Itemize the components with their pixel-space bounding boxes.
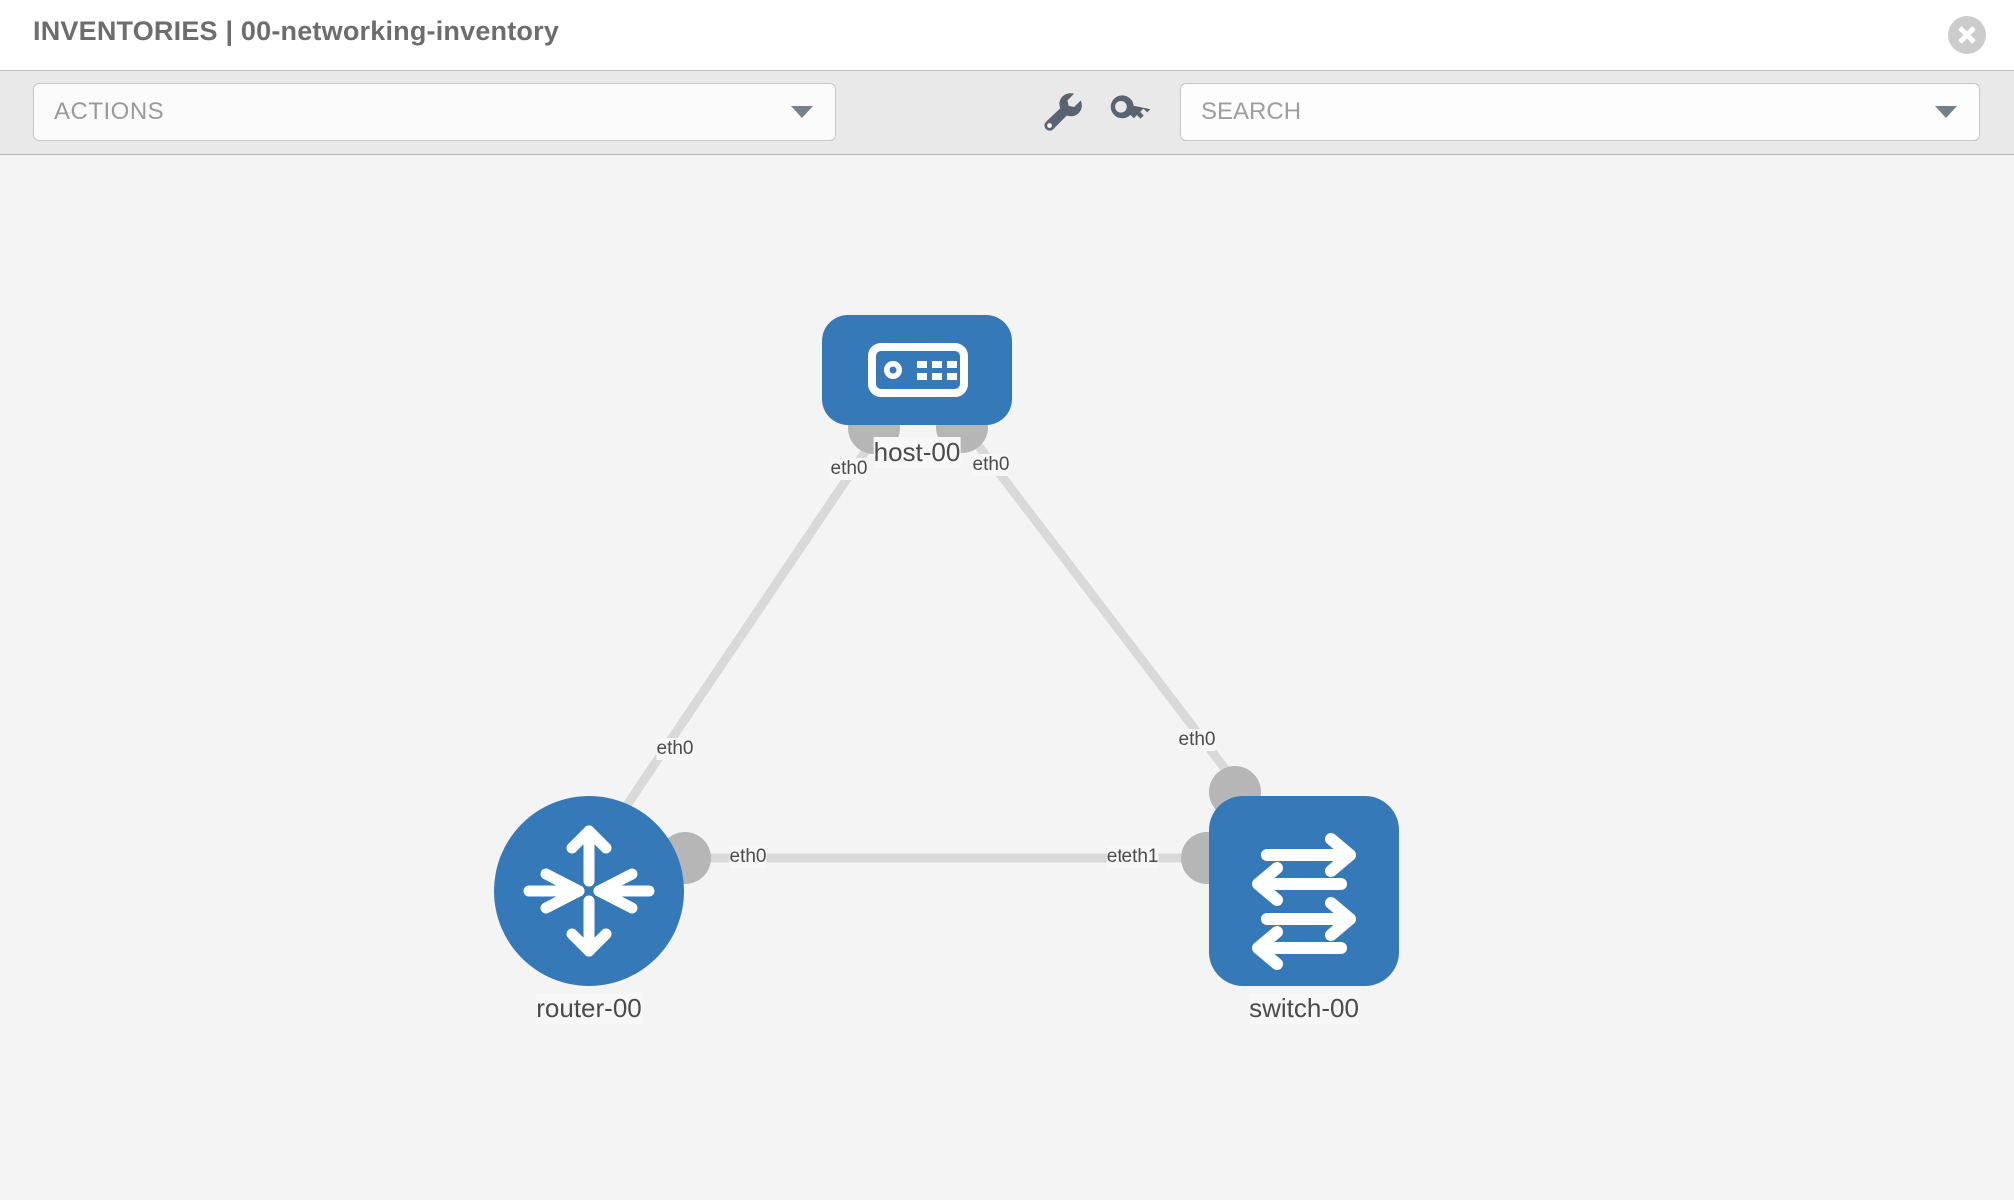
node-router-00[interactable] bbox=[494, 796, 684, 986]
node-label-switch-00: switch-00 bbox=[1249, 993, 1359, 1024]
chevron-down-icon bbox=[791, 106, 813, 118]
interface-label: eth1 bbox=[1121, 846, 1159, 868]
actions-dropdown-label: ACTIONS bbox=[54, 98, 165, 125]
wrench-icon[interactable] bbox=[1036, 87, 1086, 137]
node-label-host-00: host-00 bbox=[873, 437, 961, 468]
router-arrows-icon bbox=[523, 825, 655, 957]
server-icon bbox=[868, 343, 968, 397]
interface-label: eth0 bbox=[1178, 729, 1216, 751]
interface-label: eth0 bbox=[972, 454, 1010, 476]
topology-links bbox=[596, 412, 1249, 863]
switch-arrows-icon bbox=[1252, 833, 1356, 970]
page-header: INVENTORIES | 00-networking-inventory bbox=[0, 0, 2014, 70]
interface-label: eth0 bbox=[656, 738, 694, 760]
actions-dropdown[interactable]: ACTIONS bbox=[33, 83, 836, 141]
chevron-down-icon[interactable] bbox=[1935, 106, 1957, 118]
topology-graph bbox=[494, 315, 1399, 986]
link-host-router[interactable] bbox=[596, 412, 894, 848]
node-host-00[interactable] bbox=[822, 315, 1012, 425]
page-title: INVENTORIES | 00-networking-inventory bbox=[33, 16, 560, 46]
close-icon[interactable] bbox=[1948, 16, 1986, 54]
search-box[interactable] bbox=[1180, 83, 1980, 141]
interface-label: eth0 bbox=[729, 846, 767, 868]
topology-canvas[interactable]: eth0 eth0 eth0 eth0 eth0 eth eth1 host-0… bbox=[0, 155, 2014, 1200]
topology-endpoints bbox=[659, 401, 1261, 884]
node-label-router-00: router-00 bbox=[536, 993, 642, 1024]
toolbar: ACTIONS bbox=[0, 70, 2014, 155]
interface-label: eth0 bbox=[830, 458, 868, 480]
search-input[interactable] bbox=[1201, 84, 1901, 140]
key-icon[interactable] bbox=[1105, 87, 1155, 137]
node-switch-00[interactable] bbox=[1209, 796, 1399, 986]
